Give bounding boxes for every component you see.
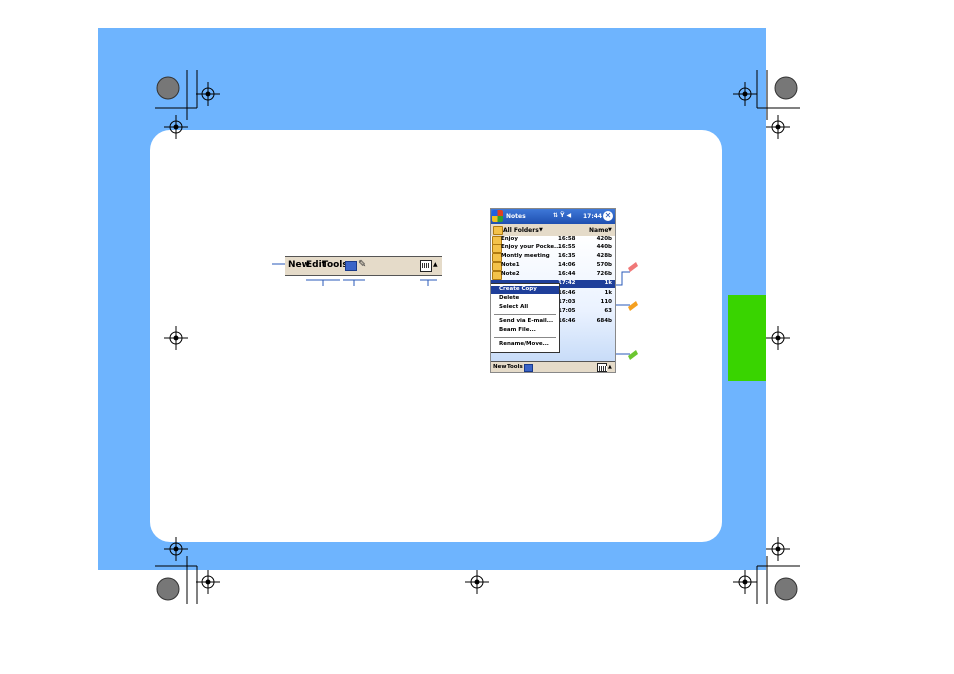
sort-dropdown[interactable]: Name <box>589 227 609 234</box>
notes-screen: Notes ⇅ Ÿ ◀ 17:44 ✕ All Folders ▼ Name ▼… <box>490 208 616 373</box>
close-icon[interactable]: ✕ <box>603 211 613 221</box>
list-item[interactable]: 16:46 1k <box>558 290 612 296</box>
title-bar: Notes ⇅ Ÿ ◀ 17:44 ✕ <box>491 209 615 224</box>
note-icon <box>492 262 502 271</box>
chapter-tab <box>728 295 766 381</box>
start-icon[interactable] <box>492 210 503 222</box>
app-title: Notes <box>506 213 526 220</box>
context-menu: Create Copy Delete Select All Send via E… <box>491 283 560 353</box>
menu-item-rename-move[interactable]: Rename/Move... <box>499 341 549 347</box>
menu-item-select-all[interactable]: Select All <box>499 304 529 310</box>
input-arrow-icon[interactable]: ▲ <box>608 364 612 370</box>
view-icon[interactable] <box>524 364 533 372</box>
folder-dropdown[interactable]: All Folders <box>503 227 539 234</box>
menu-new[interactable]: New <box>493 364 507 370</box>
pen-icon[interactable]: ✎ <box>358 259 367 270</box>
folder-icon <box>493 226 503 235</box>
menu-new[interactable]: New <box>288 260 310 270</box>
menu-tools[interactable]: Tools <box>507 364 523 370</box>
content-panel <box>150 130 722 542</box>
chevron-down-icon[interactable]: ▼ <box>539 227 543 233</box>
clock[interactable]: 17:44 <box>583 213 603 220</box>
keyboard-icon[interactable] <box>420 260 432 272</box>
list-item[interactable]: Note2 16:44 726b <box>491 271 615 280</box>
list-item[interactable]: Note1 14:06 570b <box>491 262 615 271</box>
list-item[interactable]: Enjoy your Pocke... 16:55 440b <box>491 244 615 253</box>
view-icon[interactable] <box>345 261 357 271</box>
menu-item-send-email[interactable]: Send via E-mail... <box>499 318 554 324</box>
list-item[interactable]: Montly meeting 16:35 428b <box>491 253 615 262</box>
menu-edit[interactable]: Edit <box>306 260 326 270</box>
input-arrow-icon[interactable]: ▲ <box>433 261 438 268</box>
menu-separator <box>494 314 556 315</box>
note-icon <box>492 244 502 253</box>
menu-item-create-copy[interactable]: Create Copy <box>491 286 559 294</box>
connectivity-icon[interactable]: ⇅ Ÿ ◀ <box>553 212 572 219</box>
menu-separator <box>494 337 556 338</box>
menu-tools[interactable]: Tools <box>322 260 348 270</box>
bottom-command-bar: New Tools ▲ <box>491 361 615 372</box>
chevron-down-icon[interactable]: ▼ <box>608 227 612 233</box>
list-item[interactable]: 16:46 684b <box>558 318 612 324</box>
keyboard-icon[interactable] <box>597 363 607 372</box>
menu-item-delete[interactable]: Delete <box>499 295 520 301</box>
note-icon <box>492 271 502 280</box>
folder-bar: All Folders ▼ Name ▼ <box>491 224 615 237</box>
menu-item-beam-file[interactable]: Beam File... <box>499 327 536 333</box>
note-icon <box>492 253 502 262</box>
list-item[interactable]: Enjoy 16:58 420b <box>491 236 615 245</box>
list-item[interactable]: 17:03 110 <box>558 299 612 305</box>
list-item[interactable]: 17:05 63 <box>558 308 612 314</box>
command-bar: New Edit Tools ✎ ▲ <box>285 256 442 276</box>
